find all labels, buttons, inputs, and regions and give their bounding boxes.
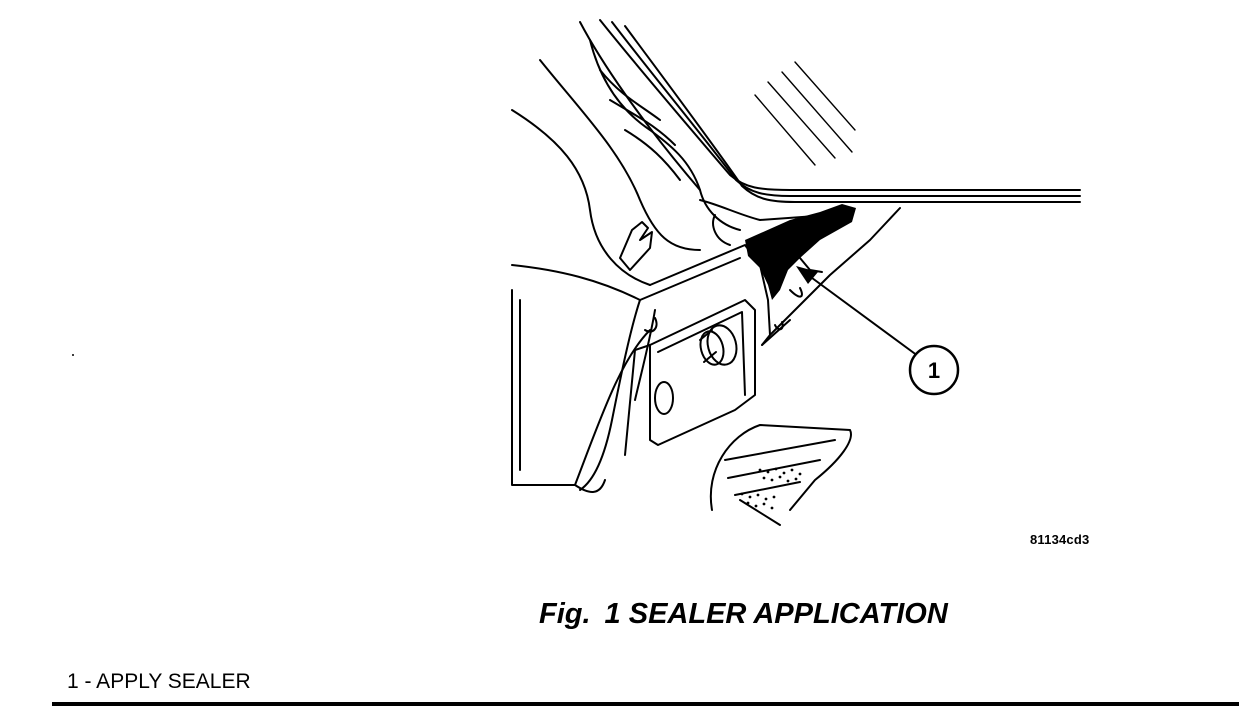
callout-leader — [796, 266, 919, 357]
vent-grille — [709, 424, 852, 526]
panel-hole — [654, 381, 674, 415]
caption-prefix: Fig. — [539, 598, 591, 630]
stray-dot — [72, 354, 74, 356]
bottom-rule — [52, 702, 1239, 706]
pillar-channel — [579, 207, 901, 491]
caption-title: SEALER APPLICATION — [628, 598, 948, 630]
caption-number: 1 — [604, 598, 621, 630]
recessed-pocket — [624, 299, 756, 456]
callout-number: 1 — [928, 358, 940, 383]
body-side-panel — [511, 59, 701, 493]
panel-emblem-icon — [619, 221, 653, 271]
pinch-weld-seam — [589, 39, 831, 246]
roof-edge-lines — [579, 19, 1081, 203]
legend-item-1: 1 - APPLY SEALER — [67, 670, 251, 693]
callout-1: 1 — [908, 344, 960, 396]
bolt-plug-icon — [699, 324, 738, 366]
sealer-bead — [745, 204, 856, 300]
glass-reflection-lines — [754, 61, 856, 166]
figure-caption: Fig. 1 SEALER APPLICATION — [539, 598, 948, 631]
figure-code: 81134cd3 — [1030, 532, 1090, 547]
